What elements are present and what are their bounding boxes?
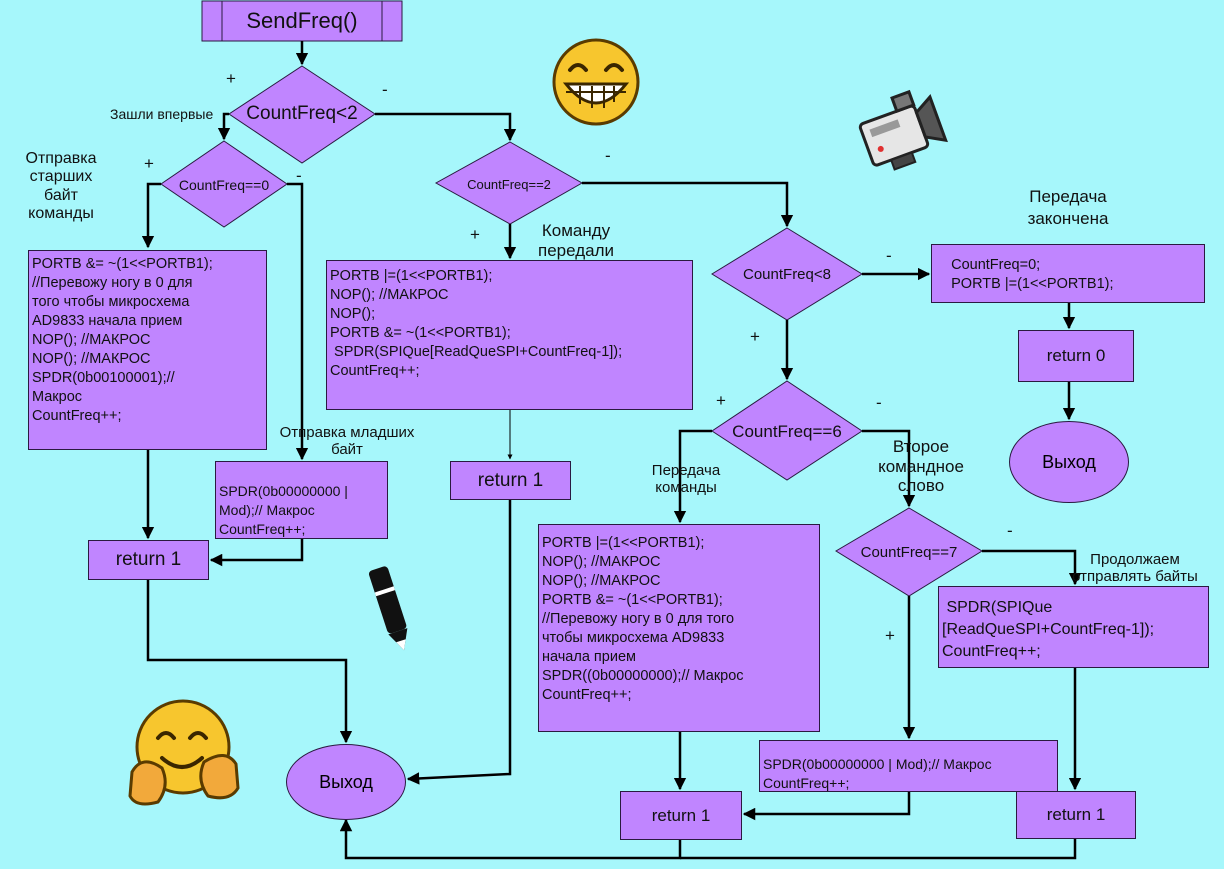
note-send-low-bytes: Отправка младших байт (279, 424, 415, 459)
note-transfer-done: Передача закончена (1027, 187, 1109, 229)
process-send-low-bytes: SPDR(0b00000000 | Mod);// Макрос CountFr… (215, 461, 388, 539)
hugging-face-icon (128, 699, 240, 806)
decision-label-countfreq-eq-2: CountFreq==2 (467, 176, 551, 192)
decision-label-countfreq-lt-8: CountFreq<8 (743, 265, 831, 283)
return-1-block: return 1 (450, 461, 571, 500)
note-continue-bytes: Продолжаем отправлять байты (1072, 551, 1198, 586)
branch-sign-plus: + (716, 391, 726, 410)
pencil-icon (368, 566, 408, 651)
decision-label-countfreq-eq-6: CountFreq==6 (732, 422, 842, 441)
return-1-block: return 1 (1016, 791, 1136, 839)
branch-sign-plus: + (226, 69, 236, 88)
note-command-transfer: Передача команды (651, 462, 721, 497)
branch-sign-plus: + (470, 225, 480, 244)
branch-sign-plus: + (885, 626, 895, 645)
exit-oval: Выход (1009, 421, 1129, 503)
branch-sign-minus: - (876, 393, 882, 412)
decision-countfreq-lt-2 (228, 65, 376, 164)
process-send-queue-byte: PORTB |=(1<<PORTB1); NOP(); //МАКРОС NOP… (326, 260, 693, 410)
note-first-time: Зашли впервые (110, 106, 214, 122)
note-second-command-word: Второе командное слово (878, 437, 964, 496)
return-0-block: return 0 (1018, 330, 1134, 382)
decision-countfreq-eq-0 (160, 140, 288, 228)
decision-countfreq-eq-6 (711, 380, 863, 481)
process-second-word: SPDR(0b00000000 | Mod);// Макрос CountFr… (759, 740, 1058, 792)
process-send-command: PORTB |=(1<<PORTB1); NOP(); //МАКРОС NOP… (538, 524, 820, 732)
branch-sign-plus: + (750, 327, 760, 346)
branch-sign-minus: - (886, 246, 892, 265)
note-send-high-bytes: Отправка старших байт команды (25, 150, 97, 223)
grinning-face-icon (552, 38, 640, 126)
branch-sign-minus: - (605, 146, 611, 165)
branch-sign-minus: - (296, 166, 302, 185)
branch-sign-minus: - (1007, 521, 1013, 540)
video-camera-icon (858, 89, 948, 171)
process-reset-countfreq: CountFreq=0; PORTB |=(1<<PORTB1); (931, 244, 1205, 303)
note-command-sent: Команду передали (538, 221, 614, 260)
decision-label-countfreq-eq-0: CountFreq==0 (178, 177, 270, 193)
decision-label-countfreq-eq-7: CountFreq==7 (860, 543, 958, 561)
process-continue-bytes: SPDR(SPIQue [ReadQueSPI+CountFreq-1]); C… (938, 586, 1209, 668)
branch-sign-plus: + (144, 154, 154, 173)
process-send-high-bytes: PORTB &= ~(1<<PORTB1); //Перевожу ногу в… (28, 250, 267, 450)
return-1-block: return 1 (620, 791, 742, 840)
start-block: SendFreq() (246, 8, 358, 33)
branch-sign-minus: - (382, 80, 388, 99)
decision-label-countfreq-lt-2: CountFreq<2 (246, 103, 358, 124)
exit-oval: Выход (286, 744, 406, 820)
return-1-block: return 1 (88, 540, 209, 580)
